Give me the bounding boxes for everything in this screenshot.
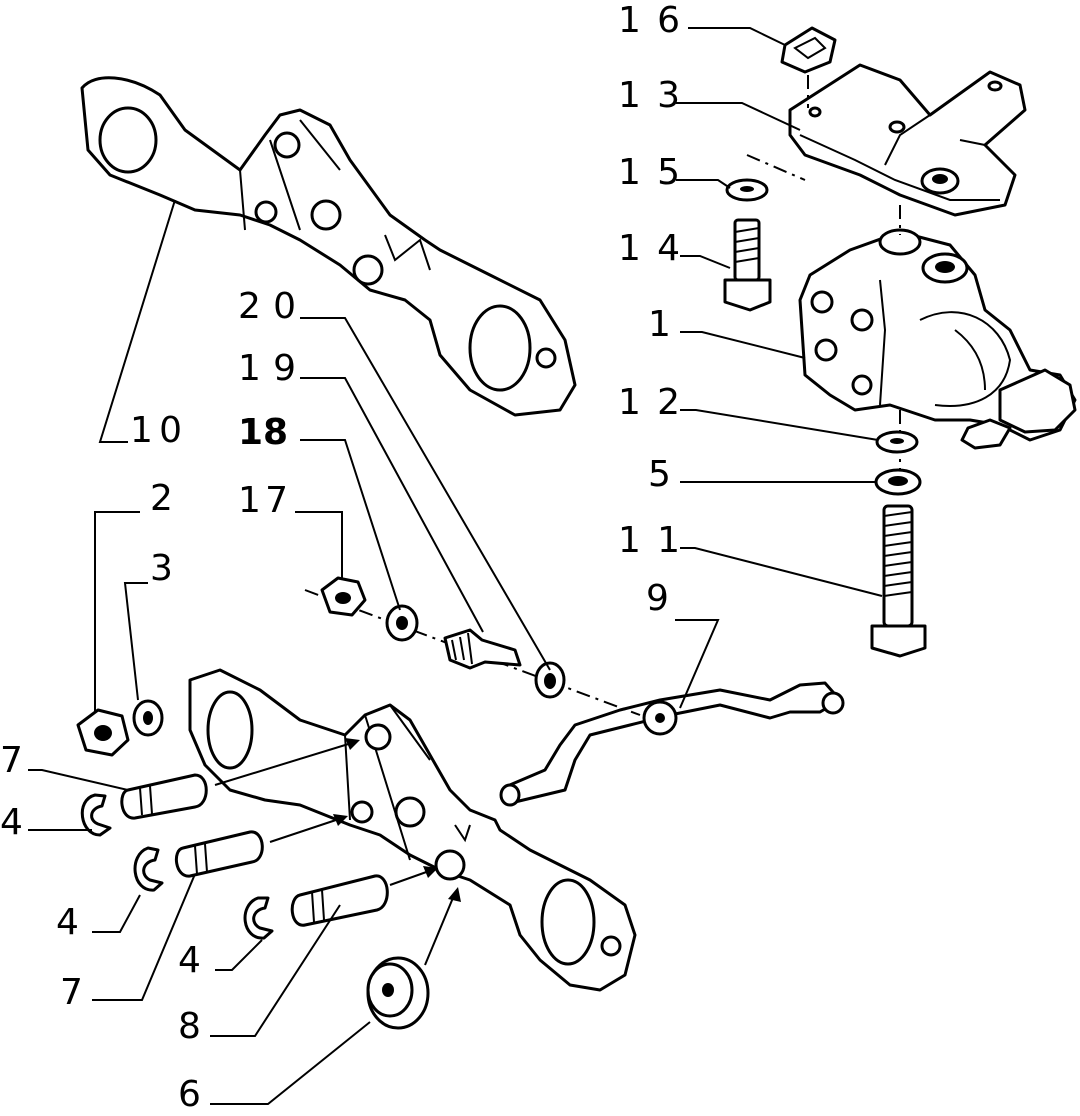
clip-nut-16: [780, 26, 837, 108]
e-clip-4c: [243, 896, 274, 940]
callout-15: 15: [618, 152, 680, 193]
valve-body-1: [798, 228, 1077, 450]
linkage-rod-9: [499, 681, 845, 807]
pin-8: [290, 874, 389, 927]
callout-4-lower: 4: [178, 940, 201, 981]
screw-14: [723, 218, 772, 312]
callout-11: 11: [618, 520, 680, 561]
washer-5: [874, 468, 922, 496]
callout-5: 5: [648, 454, 671, 495]
callout-16: 16: [618, 0, 680, 41]
bracket-13: [788, 63, 1027, 217]
callout-7-lower: 7: [60, 972, 83, 1013]
callout-8: 8: [178, 1006, 201, 1047]
washer-12: [875, 430, 919, 454]
bolt-11: [870, 504, 927, 658]
callout-2: 2: [150, 478, 173, 519]
callout-12: 12: [618, 382, 680, 423]
callout-10: 10: [130, 410, 182, 451]
e-clip-4a: [80, 793, 112, 837]
pin-19: [443, 628, 522, 670]
callout-numbers: 16 13 15 14 1 12 5 11 9 20 19 18 17 10 2…: [0, 0, 680, 1115]
pin-7-upper: [120, 773, 208, 820]
leader-lines: [28, 27, 883, 1105]
callout-4-middle: 4: [56, 902, 79, 943]
upper-lever-assembly: [80, 76, 577, 417]
washer-15: [725, 178, 769, 202]
nut-2: [76, 708, 130, 757]
clip-20: [534, 661, 566, 699]
callout-17: 17: [238, 480, 288, 521]
callout-19: 19: [238, 348, 296, 389]
axis-line: [746, 154, 806, 181]
nut-17: [320, 576, 367, 617]
callout-3: 3: [150, 548, 173, 589]
callout-13: 13: [618, 75, 680, 116]
pin-7-lower: [174, 830, 264, 878]
callout-18: 18: [238, 412, 288, 453]
callout-6: 6: [178, 1074, 201, 1111]
lower-lever-assembly: [188, 668, 637, 992]
callout-14: 14: [618, 228, 680, 269]
e-clip-4b: [133, 846, 164, 892]
callout-7-upper: 7: [0, 740, 23, 781]
callout-20: 20: [238, 286, 296, 327]
assembly-arrows: [214, 738, 461, 966]
callout-9: 9: [646, 578, 669, 619]
callout-4-upper: 4: [0, 802, 23, 843]
washer-18: [385, 604, 419, 642]
callout-1: 1: [648, 304, 671, 345]
grommet-6: [366, 956, 430, 1030]
washer-3: [132, 699, 164, 737]
